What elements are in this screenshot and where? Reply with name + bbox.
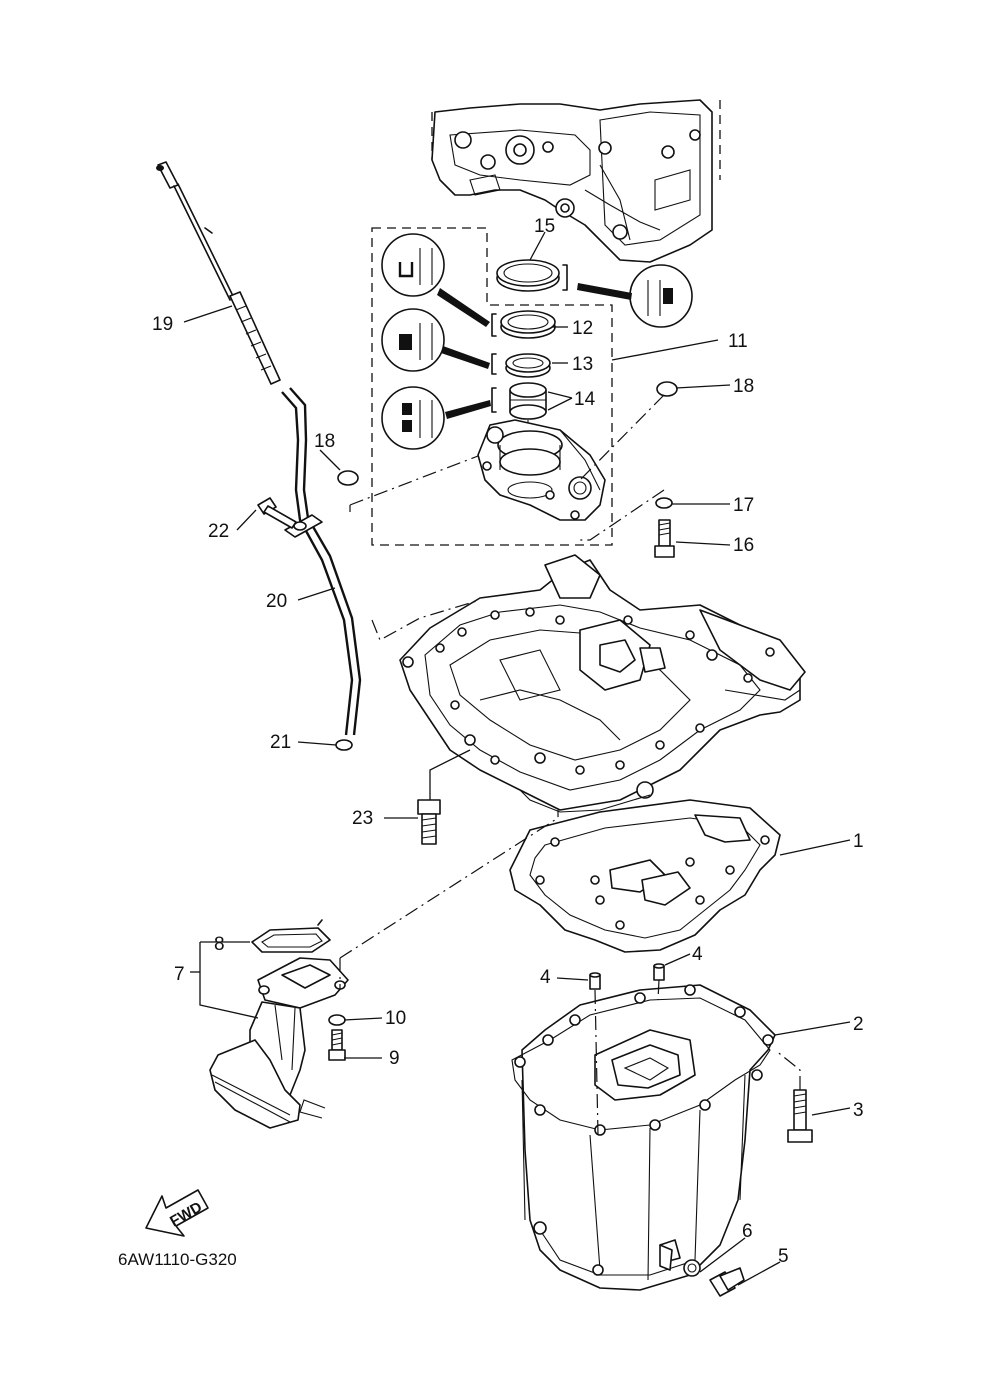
drain-bolt bbox=[659, 1244, 745, 1297]
o-ring-21 bbox=[335, 739, 353, 751]
callout-13: 13 bbox=[572, 354, 593, 375]
callout-3: 3 bbox=[853, 1100, 864, 1121]
oil-dipstick bbox=[156, 161, 281, 385]
dowel-pins bbox=[589, 963, 665, 1136]
callout-10: 10 bbox=[385, 1008, 406, 1029]
callout-numbers: 1 2 3 4 4 5 6 7 8 9 10 11 12 13 14 15 16… bbox=[152, 216, 864, 1267]
callout-9: 9 bbox=[389, 1048, 400, 1069]
o-ring-right bbox=[656, 381, 678, 397]
gasket bbox=[509, 799, 781, 953]
o-ring-left bbox=[337, 470, 359, 486]
seal-assembly-box bbox=[371, 227, 613, 546]
callout-7: 7 bbox=[174, 964, 185, 985]
dipstick-guide-tube bbox=[281, 387, 362, 736]
callout-2: 2 bbox=[853, 1014, 864, 1035]
callout-12: 12 bbox=[572, 318, 593, 339]
callout-18-right: 18 bbox=[733, 376, 754, 397]
bolt-23 bbox=[417, 749, 471, 845]
strainer-bolt bbox=[328, 1014, 346, 1061]
bolt-and-washer bbox=[654, 497, 675, 558]
leader-lines bbox=[183, 231, 851, 1286]
engine-block bbox=[431, 99, 721, 263]
seal-detail-icons bbox=[381, 233, 693, 450]
callout-14: 14 bbox=[574, 389, 596, 410]
exhaust-guide-plate bbox=[399, 554, 806, 813]
callout-18-left: 18 bbox=[314, 431, 335, 452]
callout-20: 20 bbox=[266, 591, 287, 612]
callout-4-left: 4 bbox=[540, 967, 551, 988]
oil-seals bbox=[491, 259, 568, 445]
seal-housing bbox=[477, 419, 606, 521]
callout-6: 6 bbox=[742, 1221, 753, 1242]
callout-4-right: 4 bbox=[692, 944, 703, 965]
callout-16: 16 bbox=[733, 535, 754, 556]
callout-11: 11 bbox=[728, 331, 748, 352]
strainer-gasket bbox=[251, 919, 331, 953]
callout-23: 23 bbox=[352, 808, 373, 829]
callout-15: 15 bbox=[534, 216, 555, 237]
fwd-arrow-icon: FWD bbox=[145, 1189, 209, 1237]
callout-22: 22 bbox=[208, 521, 229, 542]
oil-strainer bbox=[209, 957, 349, 1129]
callout-17: 17 bbox=[733, 495, 754, 516]
callout-8: 8 bbox=[214, 934, 225, 955]
callout-1: 1 bbox=[853, 831, 864, 852]
callout-5: 5 bbox=[778, 1246, 789, 1267]
drawing-code: 6AW1110-G320 bbox=[118, 1250, 237, 1269]
callout-19: 19 bbox=[152, 314, 173, 335]
callout-21: 21 bbox=[270, 732, 291, 753]
bolt-22 bbox=[257, 497, 297, 529]
oil-pan bbox=[511, 984, 776, 1291]
bolt-3 bbox=[774, 1049, 813, 1143]
